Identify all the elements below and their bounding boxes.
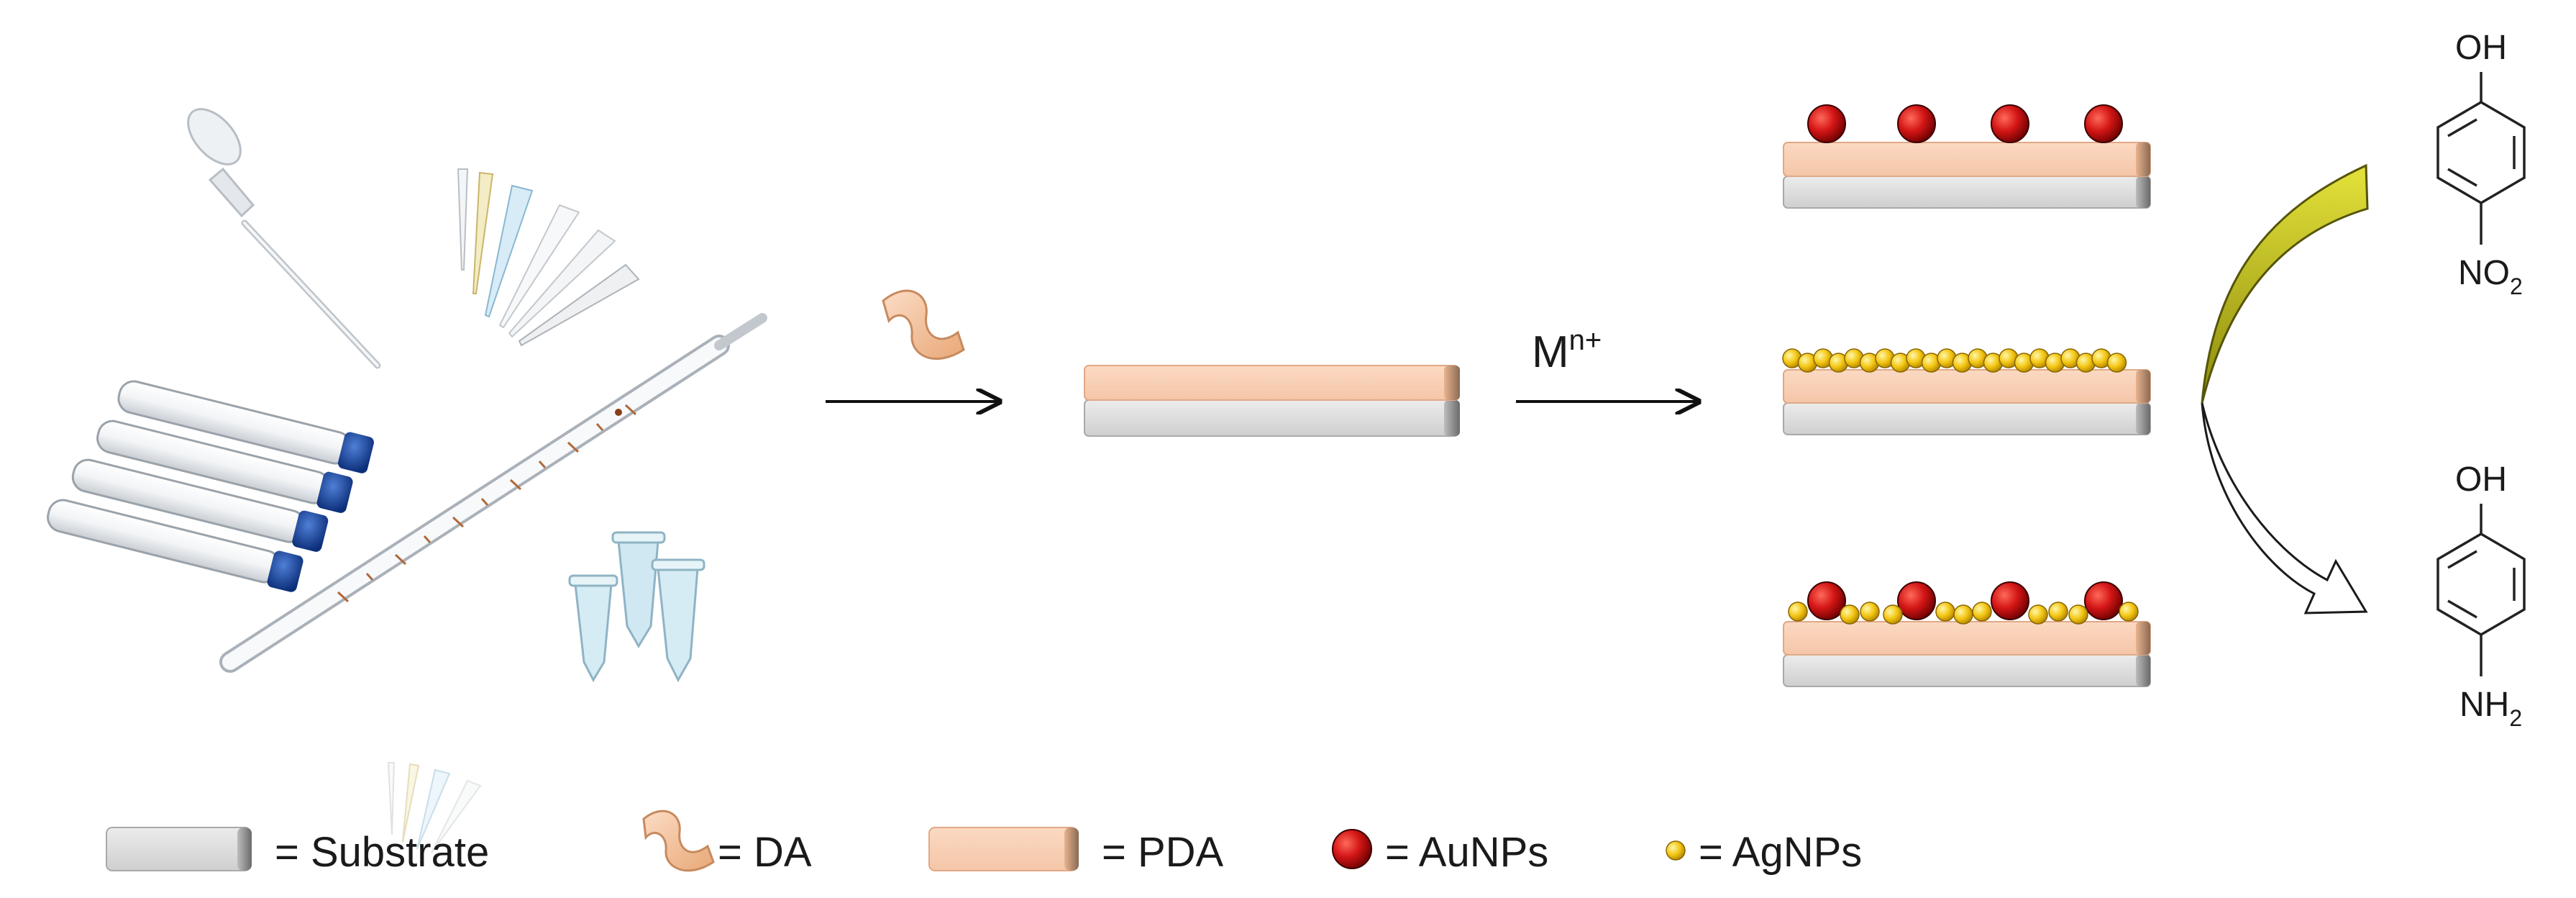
metal-ion-reduction-step: Mn+ <box>1516 325 1699 402</box>
serological-pipette-icon <box>219 313 767 673</box>
agnps-pda-substrate <box>1782 348 2151 435</box>
agnp <box>1840 604 1860 625</box>
svg-text:Mn+: Mn+ <box>1532 325 1602 377</box>
da-molecule-icon <box>642 809 715 872</box>
agnp <box>1788 602 1808 622</box>
metal-ion-charge: n+ <box>1569 325 1602 356</box>
legend-pda: = PDA <box>928 827 1224 876</box>
agnp <box>1953 604 1973 625</box>
aunp <box>1897 581 1936 620</box>
agnp <box>1860 602 1880 622</box>
da-coating-step <box>826 289 1000 402</box>
reactant-hydroxyl-label: OH <box>2455 29 2507 67</box>
agnp-row <box>1782 348 2127 373</box>
catalytic-reduction-arrows <box>2201 163 2369 614</box>
4-nitrophenol-structure <box>2436 72 2526 245</box>
pipette-tips-icon <box>457 168 640 347</box>
legend-pda-label: = PDA <box>1102 829 1224 876</box>
aunp-row <box>1807 104 2123 143</box>
product-amine-subscript: 2 <box>2509 705 2522 731</box>
aunp <box>1991 581 2029 620</box>
legend-agnps-label: = AgNPs <box>1699 829 1862 876</box>
metal-ion-label: M <box>1532 327 1569 377</box>
lab-equipment-illustration <box>47 108 767 853</box>
pipette-tips-reflection-icon <box>387 762 482 853</box>
aunp-row <box>1807 581 2123 620</box>
svg-text:NH2: NH2 <box>2459 686 2522 731</box>
legend-aunps-label: = AuNPs <box>1385 829 1548 876</box>
reactant-nitro-subscript: 2 <box>2510 273 2523 299</box>
legend-agnps: = AgNPs <box>1666 829 1862 876</box>
aunps-pda-substrate <box>1783 104 2151 209</box>
product-formation-arrow <box>2201 402 2368 614</box>
aunp <box>1807 581 1846 620</box>
centrifuge-tubes-icon <box>47 380 374 592</box>
aunp <box>1897 104 1936 143</box>
aunp <box>1991 104 2029 143</box>
agnp <box>2028 604 2048 625</box>
da-molecule-icon <box>882 289 965 360</box>
legend: = Substrate = DA = PDA = AuNPs = AgNPs <box>106 809 1862 876</box>
au-ag-nps-pda-substrate <box>1783 581 2151 687</box>
product-hydroxyl-label: OH <box>2455 461 2507 499</box>
agnp <box>2068 604 2088 625</box>
legend-aunps: = AuNPs <box>1332 829 1548 876</box>
aunp <box>2084 104 2123 143</box>
legend-da: = DA <box>642 809 812 876</box>
aunp <box>1807 104 1846 143</box>
legend-da-label: = DA <box>718 829 812 876</box>
agnp <box>1935 602 1955 622</box>
microcentrifuge-tubes-icon <box>568 531 705 683</box>
agnp <box>2106 353 2127 373</box>
legend-substrate: = Substrate <box>106 827 489 876</box>
svg-text:NO2: NO2 <box>2458 254 2523 299</box>
product-amine-label: NH <box>2459 686 2509 724</box>
reactant-nitro-label: NO <box>2458 254 2510 292</box>
agnp <box>1972 602 1992 622</box>
agnp-row <box>1788 602 2139 625</box>
reactant-consumption-arrow <box>2201 163 2369 404</box>
agnp <box>2048 602 2068 622</box>
agnp <box>2119 602 2139 622</box>
pda-coated-substrate <box>1084 365 1460 437</box>
aunp <box>2084 581 2123 620</box>
legend-substrate-label: = Substrate <box>275 829 489 876</box>
4-aminophenol-structure <box>2436 504 2526 676</box>
agnp <box>1883 604 1903 625</box>
transfer-pipette-icon <box>187 108 381 369</box>
